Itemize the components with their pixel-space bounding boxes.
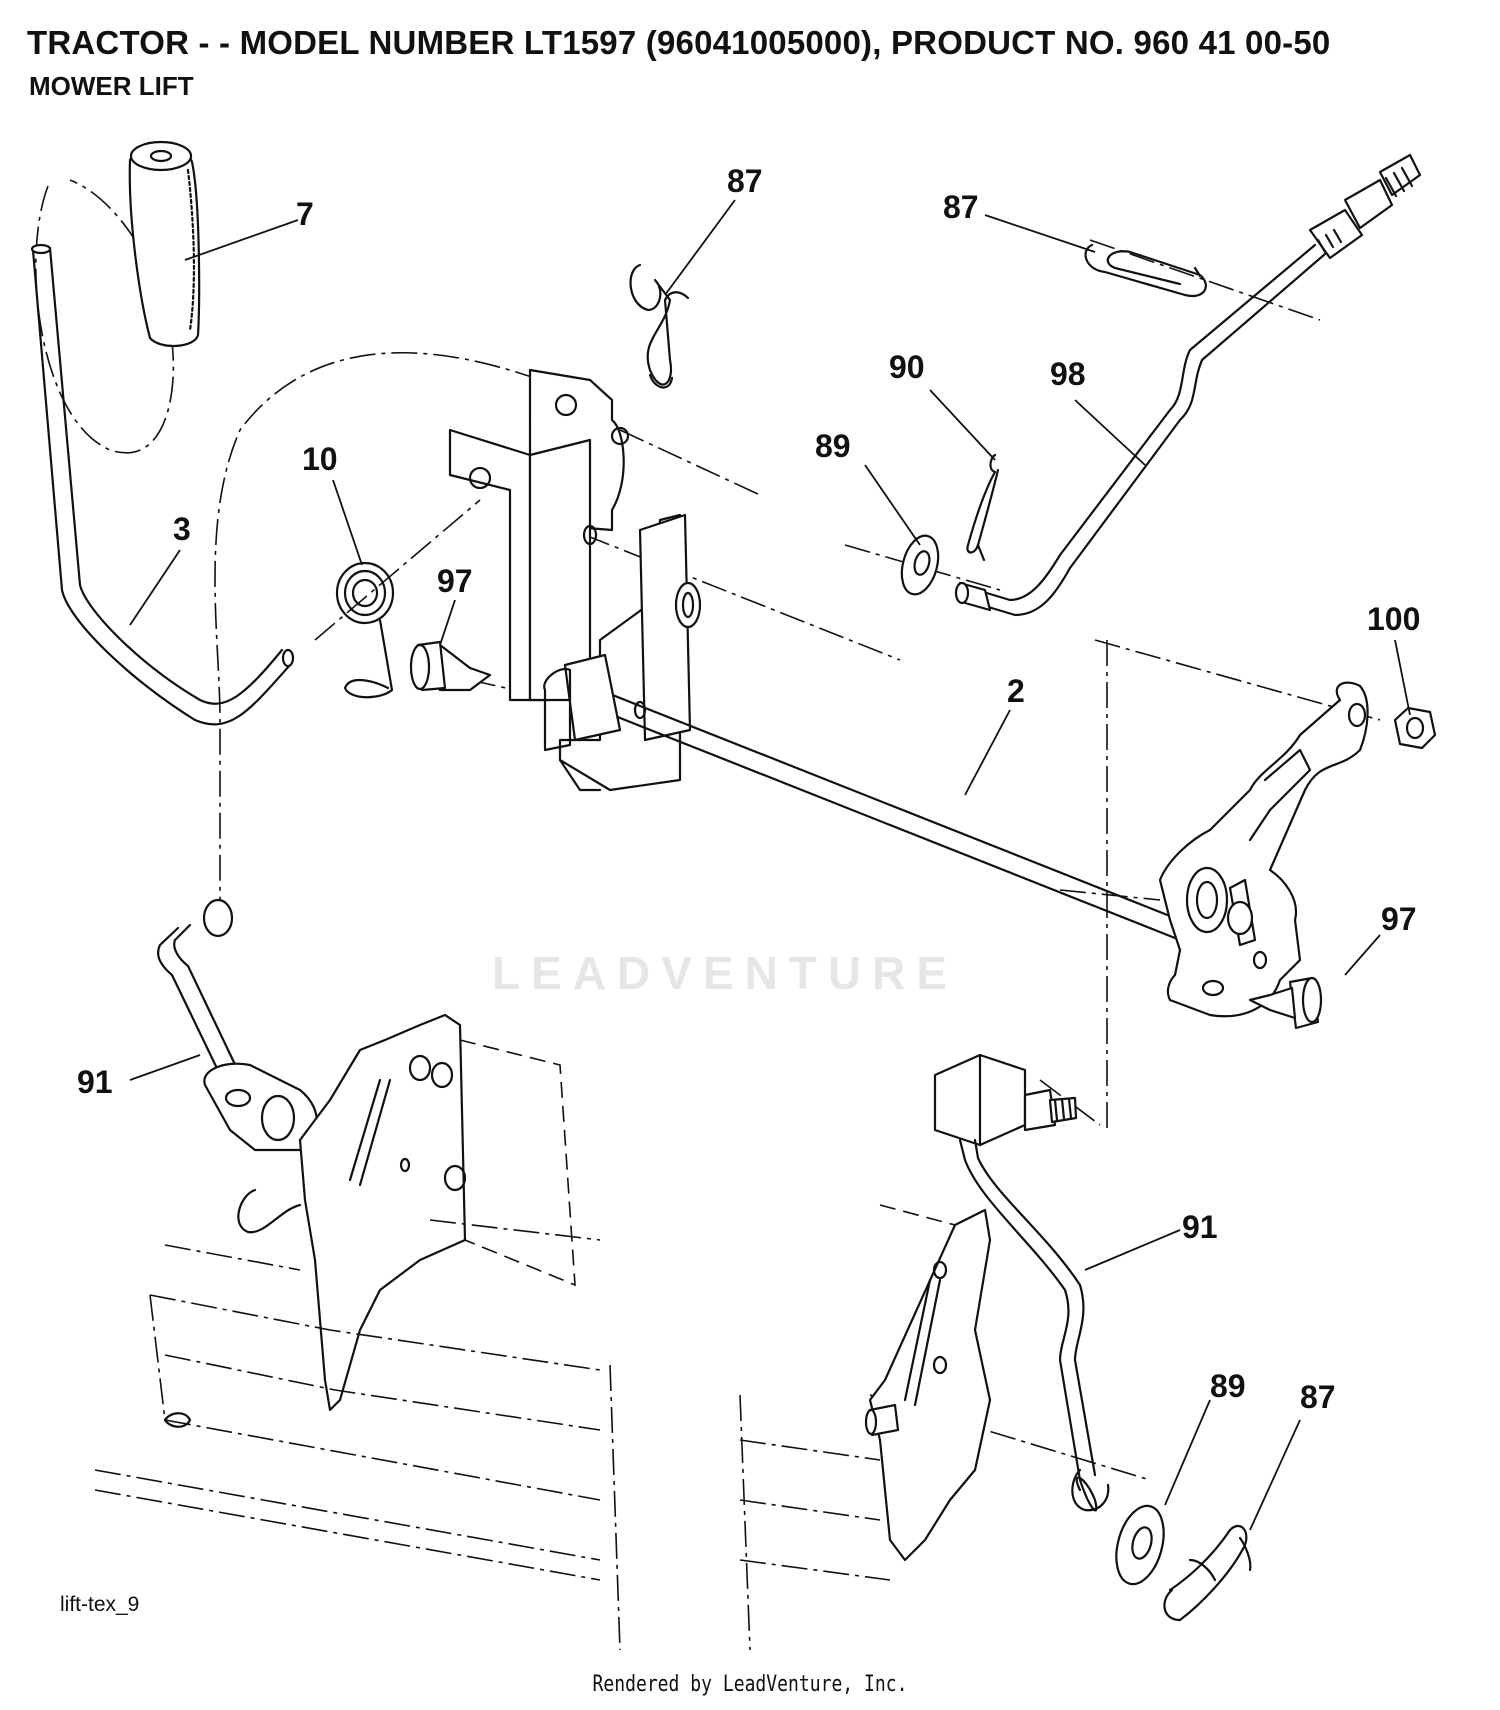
part-89-washer-a <box>900 534 940 596</box>
callout-100: 100 <box>1367 601 1420 637</box>
callout-97-a: 97 <box>437 563 473 599</box>
callout-89-a: 89 <box>815 428 851 464</box>
part-98-lift-link <box>954 153 1422 617</box>
callout-3: 3 <box>173 511 191 547</box>
part-2-lift-shaft <box>543 653 1182 942</box>
callout-98: 98 <box>1050 356 1086 392</box>
part-87-clip-c <box>1163 1524 1252 1622</box>
callout-97-b: 97 <box>1381 901 1417 937</box>
part-91-link-left <box>156 898 576 1412</box>
footer-credit: Rendered by LeadVenture, Inc. <box>592 1672 908 1697</box>
part-97-bolt-left <box>409 640 492 692</box>
callout-91-b: 91 <box>1182 1209 1218 1245</box>
part-7-hand-grip <box>128 140 201 348</box>
callout-7: 7 <box>296 196 314 232</box>
part-100-nut <box>1393 706 1437 750</box>
lift-arm-right <box>1158 681 1369 1018</box>
watermark: LEADVENTURE <box>492 947 959 999</box>
part-91-link-right <box>933 1053 1110 1512</box>
part-87-clip-a <box>629 263 690 389</box>
callout-90: 90 <box>889 349 925 385</box>
part-89-washer-b <box>1115 1504 1165 1586</box>
callout-87-a: 87 <box>727 163 763 199</box>
callouts: 7 87 87 90 98 89 10 3 97 100 2 97 91 91 … <box>77 163 1420 1415</box>
left-bracket <box>448 368 702 792</box>
callout-89-b: 89 <box>1210 1368 1246 1404</box>
callout-87-b: 87 <box>943 189 979 225</box>
callout-91-a: 91 <box>77 1064 113 1100</box>
part-3-lift-handle <box>30 243 295 726</box>
deck-outline-left <box>94 1219 621 1651</box>
part-97-bolt-right <box>1248 976 1323 1030</box>
callout-2: 2 <box>1007 673 1025 709</box>
deck-bracket-right <box>864 1204 992 1562</box>
part-10-spring <box>335 561 395 699</box>
part-90-clip <box>966 453 1000 562</box>
callout-87-c: 87 <box>1300 1379 1336 1415</box>
part-87-clip-b <box>1084 243 1207 298</box>
deck-outline-right <box>739 1394 891 1651</box>
diagram-reference-code: lift-tex_9 <box>60 1593 140 1616</box>
page-subtitle: MOWER LIFT <box>29 71 194 101</box>
callout-10: 10 <box>302 441 338 477</box>
page-title: TRACTOR - - MODEL NUMBER LT1597 (9604100… <box>27 24 1331 61</box>
centerlines <box>35 179 1381 1481</box>
leader-lines <box>129 199 1411 1531</box>
